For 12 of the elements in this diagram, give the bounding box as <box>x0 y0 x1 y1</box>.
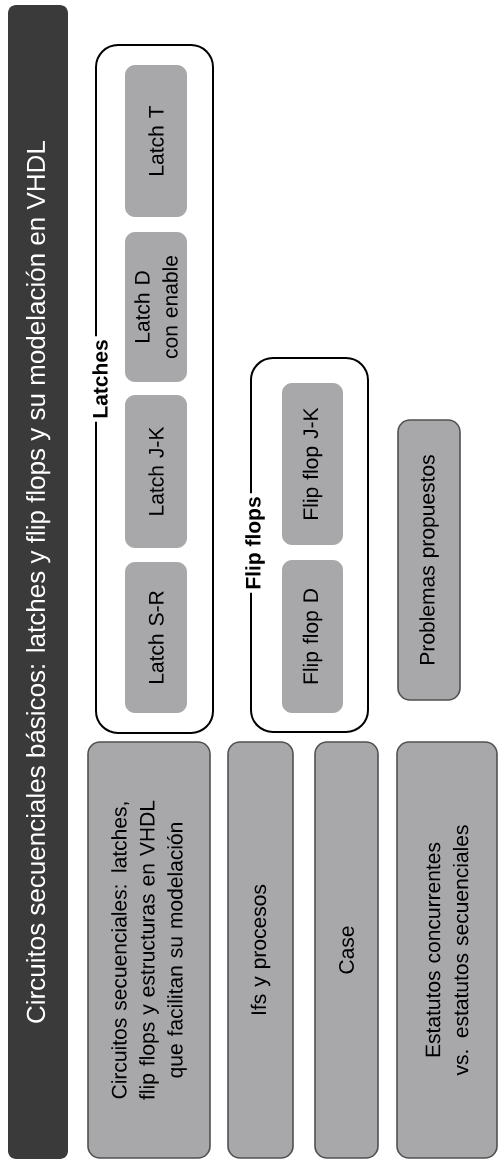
item-box: Latch T <box>125 65 187 217</box>
item-box: Latch S-R <box>125 562 187 713</box>
topic-box: Estatutos concurrentes vs. estatutos secuenciales <box>396 741 498 1159</box>
item-box: Latch J-K <box>125 395 187 548</box>
item-box: Latch D con enable <box>125 232 187 382</box>
item-box: Flip flop J-K <box>282 383 343 545</box>
title-bar: Circuitos secuenciales básicos: latches y flip flops y su modelación en VHDL <box>8 5 68 1159</box>
topic-box: Ifs y procesos <box>227 741 294 1159</box>
topic-box: Case <box>314 741 379 1159</box>
item-box: Flip flop D <box>282 560 343 713</box>
topic-box: Circuitos secuenciales: latches, flip flops y estructuras en VHDL que facilitan su modelación <box>87 741 211 1159</box>
topic-box: Problemas propuestos <box>397 419 461 701</box>
